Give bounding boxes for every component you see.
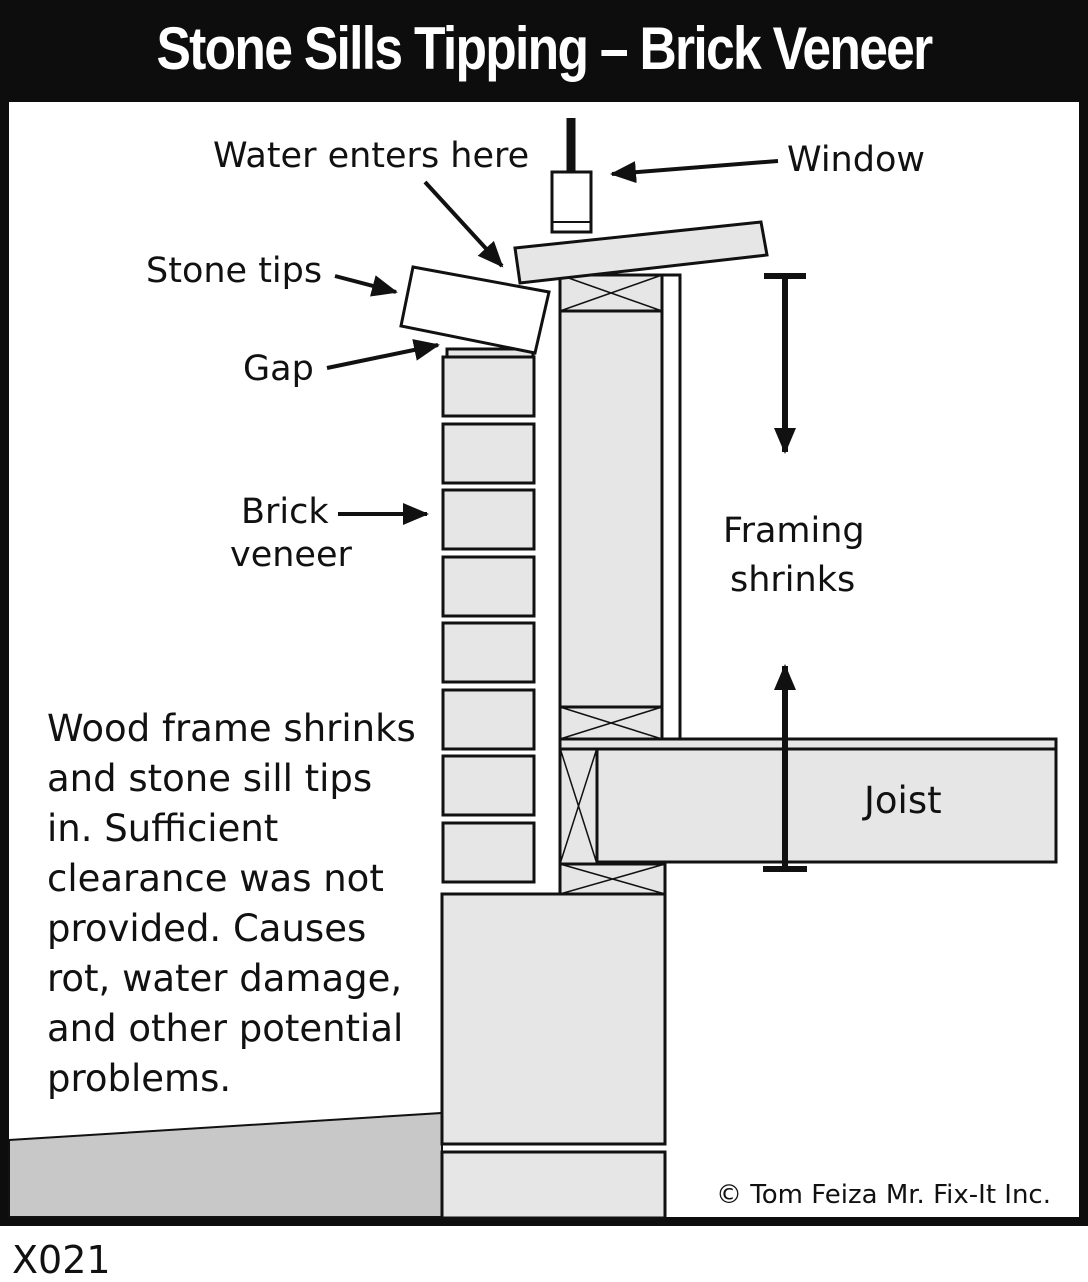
stone-tips-label: Stone tips	[146, 251, 323, 291]
title-bar: Stone Sills Tipping – Brick Veneer	[0, 0, 1088, 102]
gap-arrow	[326, 339, 440, 370]
stone-arrow	[334, 274, 398, 297]
water-arrow	[423, 180, 504, 268]
shrinks-label-line2: shrinks	[730, 560, 856, 600]
joist	[595, 747, 1058, 864]
stone-sill	[399, 265, 551, 355]
foundation-wall	[440, 892, 667, 1220]
wall-framing	[558, 273, 682, 741]
framing-shrinks-arrows	[763, 273, 807, 872]
veneer-label-line2: veneer	[230, 535, 352, 575]
water-enters-label: Water enters here	[213, 136, 530, 176]
gap-label: Gap	[243, 349, 314, 389]
diagram-title: Stone Sills Tipping – Brick Veneer	[156, 15, 933, 82]
window-label: Window	[787, 140, 926, 180]
brick-label-line1: Brick	[241, 492, 329, 532]
brick-veneer	[441, 347, 536, 884]
framing-label-line1: Framing	[723, 511, 865, 551]
window-arrow	[610, 159, 779, 184]
copyright-text: © Tom Feiza Mr. Fix-It Inc.	[716, 1180, 1051, 1210]
description-text: Wood frame shrinks and stone sill tips i…	[47, 707, 416, 1100]
window-sill	[513, 220, 769, 285]
window	[550, 118, 593, 234]
rim-board	[558, 746, 599, 866]
diagram-frame	[0, 102, 1088, 1226]
joist-label: Joist	[864, 779, 942, 822]
diagram-code: X021	[12, 1238, 111, 1282]
ground	[8, 1111, 443, 1218]
sill-plate	[558, 862, 667, 896]
